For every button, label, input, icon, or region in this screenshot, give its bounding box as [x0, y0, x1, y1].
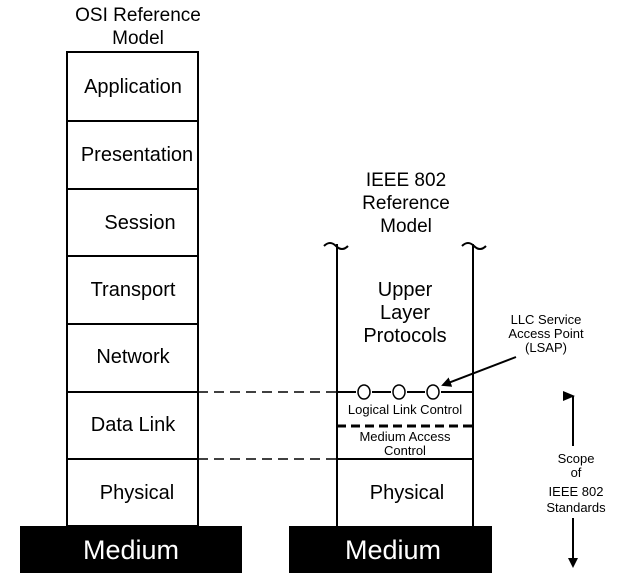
ieee-stack: Upper Layer Protocols Logical Link Contr… [323, 242, 487, 526]
osi-layer-application: Application [84, 76, 182, 98]
lsap-line1: LLC Service [511, 312, 582, 327]
sap-circle-2 [392, 384, 406, 400]
osi-layer-session: Session [104, 212, 175, 234]
osi-title-line1: OSI Reference [75, 5, 201, 26]
osi-layer-network: Network [96, 346, 170, 368]
osi-medium-bar [20, 526, 242, 573]
scope-line2: of [571, 465, 582, 480]
sap-circle-1 [357, 384, 371, 400]
ieee-upper-line3: Protocols [363, 325, 446, 347]
scope-line1: Scope [558, 451, 595, 466]
osi-medium-label: Medium [83, 535, 179, 565]
osi-stack: Application Presentation Session Transpo… [66, 51, 199, 527]
ieee-medium-label: Medium [345, 535, 441, 565]
ieee-llc-label: Logical Link Control [348, 402, 462, 417]
ieee-upper-line2: Layer [380, 302, 430, 324]
lsap-line2: Access Point [508, 326, 584, 341]
osi-layer-physical: Physical [100, 482, 174, 504]
osi-layer-presentation: Presentation [81, 144, 193, 166]
ieee-upper-line1: Upper [378, 279, 433, 301]
scope-line4: Standards [546, 500, 606, 515]
lsap-line3: (LSAP) [525, 340, 567, 355]
ieee-title-line3: Model [380, 216, 432, 237]
ieee-mac-line2: Control [384, 443, 426, 458]
ieee-physical: Physical [370, 482, 444, 504]
lsap-arrow [441, 356, 517, 387]
osi-layer-transport: Transport [91, 279, 176, 301]
ieee-medium-bar [289, 526, 492, 573]
osi-layer-datalink: Data Link [91, 414, 176, 436]
ieee-mac-line1: Medium Access [359, 429, 451, 444]
ieee-title-line2: Reference [362, 193, 450, 214]
osi-stack-outline [66, 51, 199, 527]
ieee-title-line1: IEEE 802 [366, 170, 446, 191]
osi-title-line2: Model [112, 28, 164, 49]
sap-points [356, 384, 441, 400]
scope-line3: IEEE 802 [549, 484, 604, 499]
sap-circle-3 [426, 384, 440, 400]
